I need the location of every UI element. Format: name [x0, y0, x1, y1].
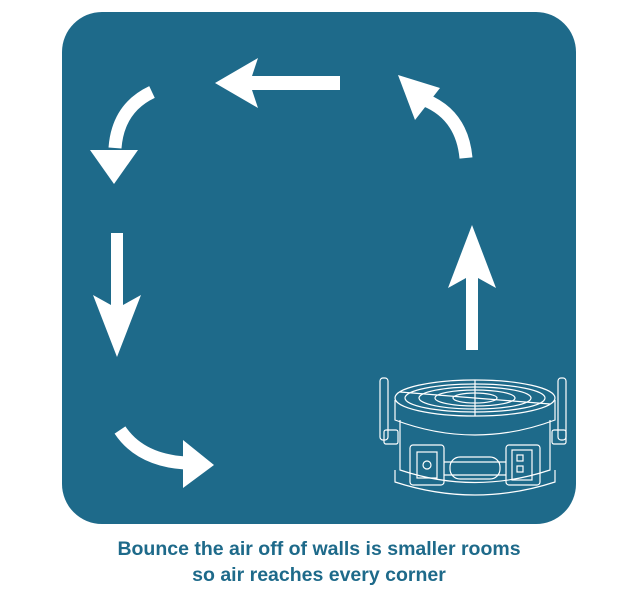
curved-arrow-bottom-left-icon	[114, 426, 186, 470]
curved-arrow-top-right-icon	[422, 93, 473, 159]
arrow-left-icon	[215, 58, 340, 108]
arrow-down-icon	[93, 233, 141, 357]
curved-arrow-top-left-icon	[108, 86, 156, 149]
air-mover-fan-icon	[379, 377, 567, 496]
caption-line-1: Bounce the air off of walls is smaller r…	[117, 538, 521, 560]
caption-line-2: so air reaches every corner	[192, 564, 446, 586]
arrow-up-icon	[448, 225, 496, 350]
